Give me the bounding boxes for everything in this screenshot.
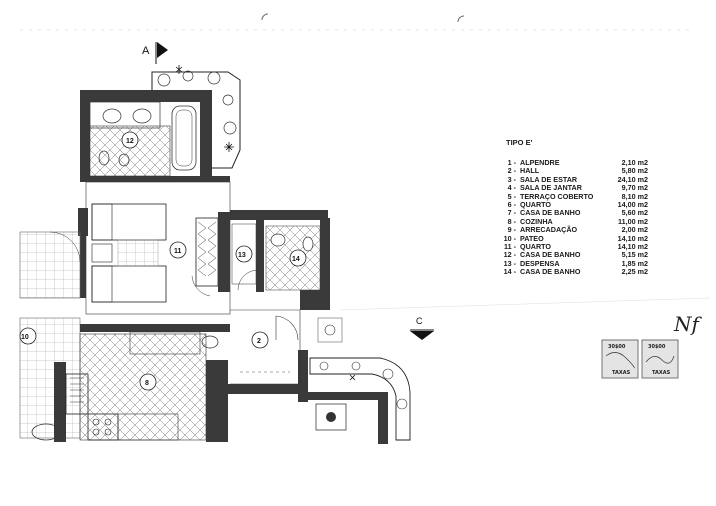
schedule-num: 10 - xyxy=(503,233,516,243)
pantry-and-bath: 13 14 xyxy=(218,210,330,310)
schedule-num: 6 - xyxy=(507,199,516,209)
schedule-area: 24,10 m2 xyxy=(617,174,648,184)
schedule-row: 3 - SALA DE ESTAR 24,10 m2 xyxy=(488,174,648,184)
svg-text:12: 12 xyxy=(126,138,134,145)
walls-lower xyxy=(54,324,388,444)
bedroom-11: 11 xyxy=(85,181,231,315)
schedule-row: 14 - CASA DE BANHO 2,25 m2 xyxy=(488,267,648,277)
room-schedule: TIPO E' 1 - ALPENDRE 2,10 m2 2 - HALL 5,80 m2… xyxy=(488,138,648,276)
schedule-num: 8 - xyxy=(507,216,516,226)
schedule-num: 9 - xyxy=(507,225,516,235)
schedule-area: 5,60 m2 xyxy=(621,208,648,218)
schedule-num: 2 - xyxy=(507,166,516,176)
schedule-name: SALA DE JANTAR xyxy=(520,183,582,193)
schedule-row: 4 - SALA DE JANTAR 9,70 m2 xyxy=(488,183,648,193)
schedule-area: 8,10 m2 xyxy=(621,191,648,201)
schedule-name: ARRECADAÇÃO xyxy=(520,225,578,235)
svg-text:A: A xyxy=(142,45,150,57)
schedule-row: 5 - TERRAÇO COBERTO 8,10 m2 xyxy=(488,191,648,201)
svg-text:30$00: 30$00 xyxy=(608,344,626,350)
schedule-num: 14 - xyxy=(503,267,516,277)
schedule-area: 1,85 m2 xyxy=(621,258,648,268)
revenue-stamp-1: 30$00 TAXAS xyxy=(601,339,639,379)
schedule-area: 11,00 m2 xyxy=(618,216,648,226)
schedule-area: 2,00 m2 xyxy=(621,225,648,235)
svg-text:TAXAS: TAXAS xyxy=(652,370,671,376)
svg-text:2: 2 xyxy=(257,338,261,345)
schedule-name: QUARTO xyxy=(520,241,552,251)
schedule-num: 5 - xyxy=(507,191,516,201)
schedule-name: SALA DE ESTAR xyxy=(520,174,578,184)
kitchen-8: 8 xyxy=(65,331,219,441)
schedule-num: 4 - xyxy=(507,183,516,193)
schedule-num: 1 - xyxy=(507,158,516,167)
schedule-name: ALPENDRE xyxy=(520,158,560,167)
schedule-name: CASA DE BANHO xyxy=(520,250,581,260)
schedule-name: PATEO xyxy=(520,233,544,243)
binder-holes xyxy=(20,13,690,31)
signature: Nf xyxy=(674,312,699,336)
svg-text:10: 10 xyxy=(21,334,29,341)
schedule-area: 14,10 m2 xyxy=(617,233,648,243)
schedule-area: 5,80 m2 xyxy=(621,166,648,176)
schedule-title: TIPO E' xyxy=(506,138,533,147)
svg-text:14: 14 xyxy=(292,256,300,263)
schedule-name: DESPENSA xyxy=(520,258,560,268)
schedule-name: CASA DE BANHO xyxy=(520,267,581,277)
schedule-num: 7 - xyxy=(507,208,516,218)
schedule-area: 5,15 m2 xyxy=(621,250,648,260)
schedule-num: 3 - xyxy=(507,174,516,184)
schedule-num: 11 - xyxy=(504,241,516,251)
schedule-area: 14,00 m2 xyxy=(617,199,648,209)
revenue-stamp-2: 30$00 TAXAS xyxy=(641,339,679,379)
schedule-area: 2,25 m2 xyxy=(621,267,648,277)
schedule-num: 12 - xyxy=(503,250,516,260)
svg-text:TAXAS: TAXAS xyxy=(612,370,631,376)
schedule-row: 9 - ARRECADAÇÃO 2,00 m2 xyxy=(488,225,648,235)
svg-text:11: 11 xyxy=(174,248,182,255)
section-mark-a: A xyxy=(142,42,168,64)
schedule-name: CASA DE BANHO xyxy=(520,208,581,218)
schedule-num: 13 - xyxy=(503,258,516,268)
hall-2: 2 xyxy=(230,309,301,385)
schedule-name: QUARTO xyxy=(520,199,552,209)
svg-text:30$00: 30$00 xyxy=(648,344,666,350)
terrace-planter xyxy=(309,317,411,441)
schedule-area: 9,70 m2 xyxy=(621,183,648,193)
svg-text:C: C xyxy=(416,316,423,326)
schedule-row: 6 - QUARTO 14,00 m2 xyxy=(488,199,648,209)
schedule-rows: 1 - ALPENDRE 2,10 m2 2 - HALL 5,80 m2 3 - SALA … xyxy=(488,158,648,277)
section-mark-c: C xyxy=(410,316,434,340)
svg-text:8: 8 xyxy=(145,380,149,387)
schedule-name: COZINHA xyxy=(520,216,553,226)
schedule-row: 11 - QUARTO 14,10 m2 xyxy=(488,241,648,251)
schedule-row: 8 - COZINHA 11,00 m2 xyxy=(488,216,648,226)
schedule-row: 13 - DESPENSA 1,85 m2 xyxy=(488,258,648,268)
fold-line xyxy=(339,297,711,311)
schedule-name: HALL xyxy=(520,166,540,176)
patio-10: 10 xyxy=(19,231,81,441)
schedule-row: 1 - ALPENDRE 2,10 m2 xyxy=(488,158,648,167)
schedule-row: 12 - CASA DE BANHO 5,15 m2 xyxy=(488,250,648,260)
schedule-area: 2,10 m2 xyxy=(621,158,648,167)
svg-text:13: 13 xyxy=(238,252,246,259)
schedule-row: 2 - HALL 5,80 m2 xyxy=(488,166,648,176)
schedule-row: 10 - PATEO 14,10 m2 xyxy=(488,233,648,243)
schedule-area: 14,10 m2 xyxy=(617,241,648,251)
bathroom-12: 12 xyxy=(89,101,197,177)
schedule-name: TERRAÇO COBERTO xyxy=(520,191,594,201)
walls-upper xyxy=(78,90,230,298)
schedule-row: 7 - CASA DE BANHO 5,60 m2 xyxy=(488,208,648,218)
